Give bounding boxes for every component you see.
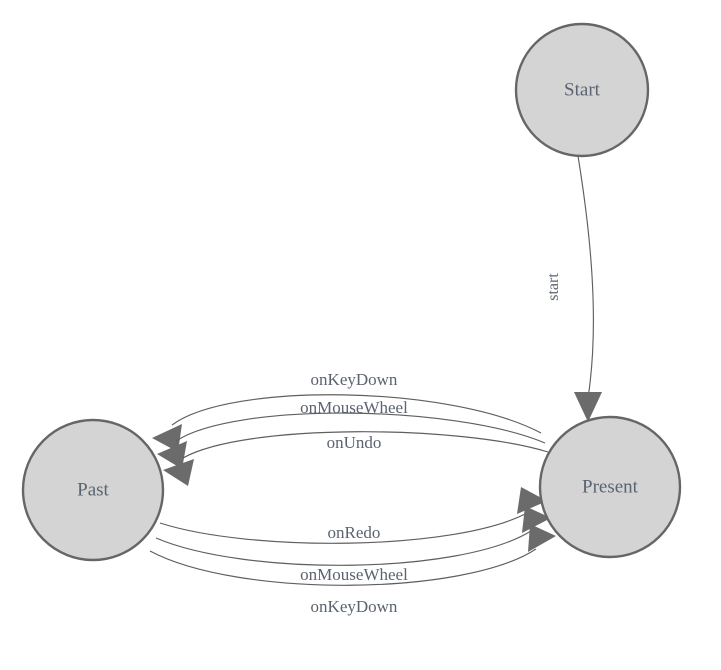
arrowhead-past-to-present-onredo <box>517 487 547 514</box>
edge-label-present-to-past-onkeydown: onKeyDown <box>311 370 398 389</box>
edge-label-past-to-present-onkeydown: onKeyDown <box>311 597 398 616</box>
edge-present-to-past-onkeydown[interactable] <box>152 394 542 452</box>
node-start-circle <box>514 22 650 158</box>
node-past-circle <box>21 418 165 562</box>
edge-label-past-to-present-onmousewheel: onMouseWheel <box>300 565 408 584</box>
arrowhead-present-to-past-onundo <box>163 459 194 486</box>
node-start[interactable]: Start <box>514 22 650 158</box>
edge-present-to-past-onundo-path <box>182 431 549 459</box>
edge-start-to-present-path <box>577 155 594 399</box>
edge-label-start: start <box>545 273 562 301</box>
arrowhead-present-to-past-onmousewheel <box>157 441 187 469</box>
edge-past-to-present-onmousewheel[interactable] <box>155 506 551 566</box>
arrowhead-start-to-present <box>574 392 602 422</box>
edge-past-to-present-onmousewheel-path <box>155 530 532 566</box>
node-present[interactable]: Present <box>538 415 682 559</box>
edge-present-to-past-onkeydown-path <box>171 394 542 434</box>
node-past[interactable]: Past <box>21 418 165 562</box>
node-present-label: Present <box>582 476 639 497</box>
arrowhead-present-to-past-onkeydown <box>152 424 182 452</box>
edge-label-present-to-past-onundo: onUndo <box>327 433 382 452</box>
edge-present-to-past-onundo[interactable] <box>163 431 549 486</box>
arrowhead-past-to-present-onmousewheel <box>522 506 551 533</box>
edge-present-to-past-onmousewheel-path <box>175 412 546 444</box>
edge-past-to-present-onredo[interactable] <box>159 487 547 544</box>
edge-past-to-present-onkeydown[interactable] <box>149 524 556 586</box>
edge-label-past-to-present-onredo: onRedo <box>328 523 381 542</box>
edge-start-to-present[interactable]: start <box>545 155 602 422</box>
edge-present-to-past-onmousewheel[interactable] <box>157 412 546 469</box>
edge-past-to-present-onredo-path <box>159 512 528 544</box>
edge-past-to-present-onkeydown-path <box>149 548 537 586</box>
node-start-label: Start <box>564 79 601 100</box>
node-past-label: Past <box>77 479 109 500</box>
node-present-circle <box>538 415 682 559</box>
arrowhead-past-to-present-onkeydown <box>528 524 556 552</box>
edge-label-present-to-past-onmousewheel: onMouseWheel <box>300 398 408 417</box>
